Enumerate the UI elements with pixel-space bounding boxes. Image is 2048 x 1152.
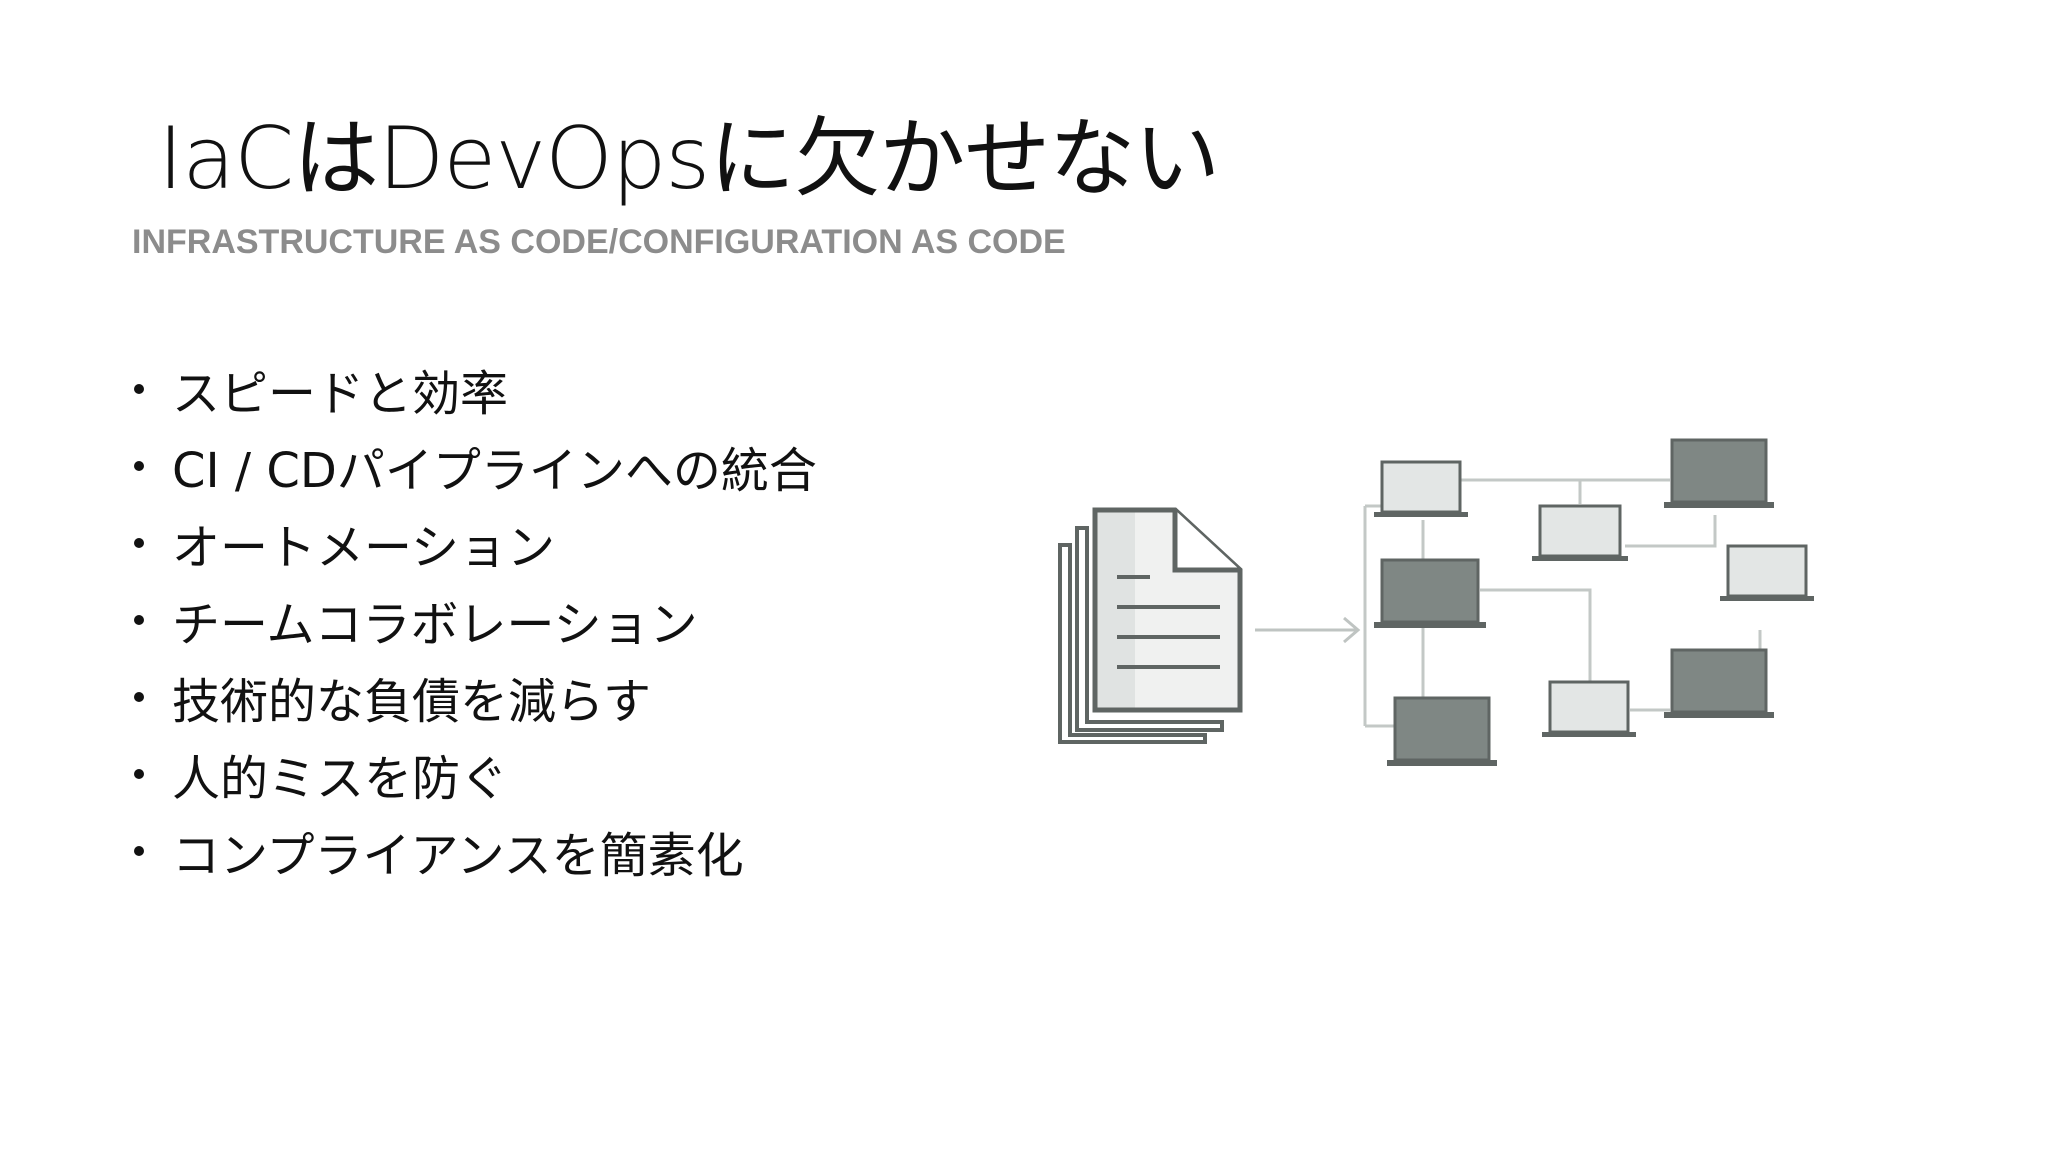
bullet-item: 人的ミスを防ぐ	[130, 735, 817, 812]
bullet-text: オートメーション	[172, 519, 556, 576]
laptop-icon	[1387, 696, 1497, 766]
bullet-dot-icon	[134, 845, 144, 856]
laptop-icon	[1720, 544, 1814, 601]
slide-title: IaCはDevOpsに欠かせない	[158, 109, 1220, 209]
bullet-dot-icon	[134, 691, 144, 702]
bullet-dot-icon	[134, 537, 144, 548]
laptop-icon	[1374, 558, 1486, 628]
bullet-dot-icon	[134, 768, 144, 779]
bullet-dot-icon	[134, 460, 144, 471]
laptop-icon	[1664, 648, 1774, 718]
bullet-dot-icon	[134, 614, 144, 625]
bullet-item: コンプライアンスを簡素化	[130, 812, 817, 889]
bullet-item: チームコラボレーション	[130, 581, 817, 658]
bullet-text: コンプライアンスを簡素化	[172, 827, 744, 884]
bullet-list: スピードと効率 CI / CDパイプラインへの統合 オートメーション チームコラ…	[130, 350, 817, 889]
bullet-item: 技術的な負債を減らす	[130, 658, 817, 735]
bullet-text: CI / CDパイプラインへの統合	[172, 442, 817, 499]
arrow-right-icon	[1255, 616, 1361, 644]
bullet-item: CI / CDパイプラインへの統合	[130, 427, 817, 504]
bullet-text: 技術的な負債を減らす	[172, 673, 652, 730]
bullet-text: スピードと効率	[172, 365, 509, 422]
document-stack-icon	[1058, 507, 1243, 744]
iac-network-diagram	[1058, 438, 1814, 766]
laptop-icon	[1542, 680, 1636, 737]
bullet-text: チームコラボレーション	[172, 596, 698, 653]
laptop-icon	[1664, 438, 1774, 508]
bullet-text: 人的ミスを防ぐ	[172, 750, 509, 807]
bullet-dot-icon	[134, 383, 144, 394]
slide-subtitle: INFRASTRUCTURE AS CODE/CONFIGURATION AS …	[132, 223, 1066, 261]
laptop-icon	[1532, 504, 1628, 561]
laptop-icon	[1374, 460, 1468, 517]
bullet-item: スピードと効率	[130, 350, 817, 427]
bullet-item: オートメーション	[130, 504, 817, 581]
